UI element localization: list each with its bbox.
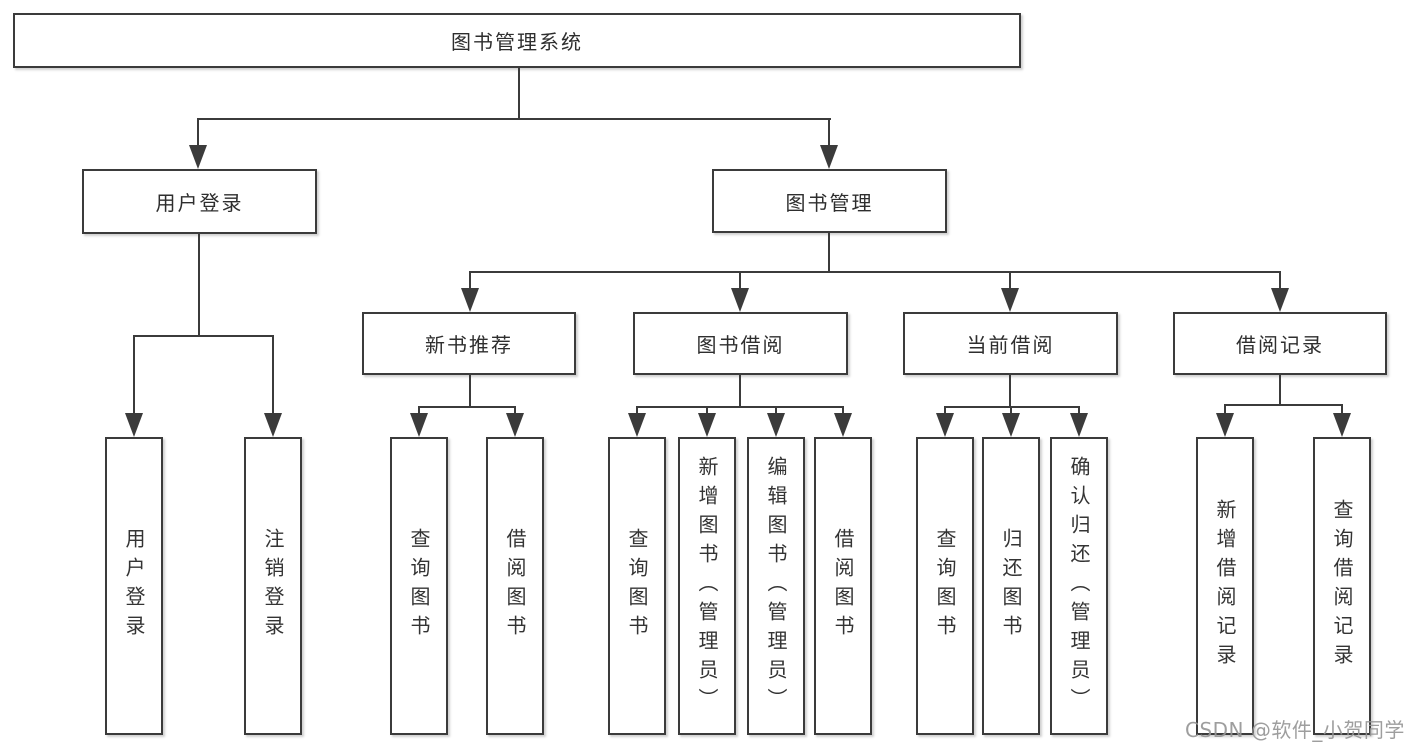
leaf-nb-borrow-books: 借阅图书 <box>486 437 544 735</box>
node-current-borrow: 当前借阅 <box>903 312 1118 375</box>
connector-trunk <box>1279 375 1281 406</box>
leaf-nb-borrow-books-label: 借阅图书 <box>503 528 527 644</box>
leaf-user-login: 用户登录 <box>105 437 163 735</box>
node-book-management: 图书管理 <box>712 169 947 233</box>
connector-level2-rail <box>469 271 1281 273</box>
csdn-watermark: CSDN @软件_小贺同学 <box>1185 718 1405 742</box>
node-borrow-records-label: 借阅记录 <box>1236 333 1324 357</box>
arrow-down-icon <box>936 413 954 437</box>
connector-trunk <box>1009 375 1011 408</box>
leaf-br-add-record-label: 新增借阅记录 <box>1213 499 1237 673</box>
leaf-br-query-record-label: 查询借阅记录 <box>1330 499 1354 673</box>
connector-stem-leaf <box>1010 406 1012 418</box>
arrow-down-icon <box>506 413 524 437</box>
arrow-down-icon <box>1271 288 1289 312</box>
arrow-down-icon <box>189 145 207 169</box>
node-book-management-label: 图书管理 <box>785 190 874 215</box>
connector-stem-leaf <box>775 406 777 418</box>
connector-stem-leaf <box>1078 406 1080 418</box>
leaf-user-login-label: 用户登录 <box>122 528 146 644</box>
leaf-cb-return-books-label: 归还图书 <box>999 528 1023 644</box>
connector-stem-leaf <box>133 335 135 418</box>
arrow-down-icon <box>1001 288 1019 312</box>
leaf-bb-borrow-books-label: 借阅图书 <box>831 528 855 644</box>
leaf-bb-edit-books-admin-label: 编辑图书（管理员） <box>764 455 788 717</box>
leaf-br-query-record: 查询借阅记录 <box>1313 437 1371 735</box>
connector-stem-book-borrow <box>739 271 741 292</box>
leaf-cb-confirm-return-admin-label: 确认归还（管理员） <box>1067 455 1091 717</box>
connector-book-mgmt-trunk <box>828 233 830 273</box>
leaf-bb-add-books-admin-label: 新增图书（管理员） <box>695 455 719 717</box>
leaf-cb-return-books: 归还图书 <box>982 437 1040 735</box>
leaf-cb-query-books: 查询图书 <box>916 437 974 735</box>
connector-rail <box>418 406 516 408</box>
node-borrow-records: 借阅记录 <box>1173 312 1387 375</box>
connector-trunk <box>469 375 471 408</box>
leaf-nb-query-books: 查询图书 <box>390 437 448 735</box>
arrow-down-icon <box>264 413 282 437</box>
leaf-logout: 注销登录 <box>244 437 302 735</box>
connector-root-trunk <box>518 68 520 119</box>
arrow-down-icon <box>731 288 749 312</box>
leaf-bb-edit-books-admin: 编辑图书（管理员） <box>747 437 805 735</box>
node-book-borrow-label: 图书借阅 <box>696 333 785 357</box>
arrow-down-icon <box>820 145 838 169</box>
connector-stem-new-book <box>469 271 471 292</box>
arrow-down-icon <box>1002 413 1020 437</box>
arrow-down-icon <box>1216 413 1234 437</box>
arrow-down-icon <box>1070 413 1088 437</box>
connector-stem-leaf <box>706 406 708 418</box>
connector-stem-leaf <box>272 335 274 418</box>
connector-stem-leaf <box>842 406 844 418</box>
connector-rail <box>636 406 844 408</box>
leaf-br-add-record: 新增借阅记录 <box>1196 437 1254 735</box>
node-current-borrow-label: 当前借阅 <box>966 333 1055 357</box>
leaf-bb-borrow-books: 借阅图书 <box>814 437 872 735</box>
connector-user-login-rail <box>133 335 274 337</box>
node-new-book-recommend: 新书推荐 <box>362 312 576 375</box>
leaf-cb-confirm-return-admin: 确认归还（管理员） <box>1050 437 1108 735</box>
connector-stem-borrow-records <box>1279 271 1281 292</box>
connector-stem-leaf <box>1341 404 1343 418</box>
connector-stem-user-login <box>197 118 199 150</box>
connector-stem-book-mgmt <box>828 118 830 150</box>
node-book-borrow: 图书借阅 <box>633 312 848 375</box>
leaf-bb-query-books-label: 查询图书 <box>625 528 649 644</box>
node-root-label: 图书管理系统 <box>451 30 583 54</box>
connector-stem-leaf <box>418 406 420 418</box>
connector-rail <box>1224 404 1343 406</box>
leaf-cb-query-books-label: 查询图书 <box>933 528 957 644</box>
node-root-library-system: 图书管理系统 <box>13 13 1021 68</box>
connector-level1-rail <box>197 118 831 120</box>
arrow-down-icon <box>1333 413 1351 437</box>
arrow-down-icon <box>410 413 428 437</box>
connector-rail <box>944 406 1080 408</box>
node-new-book-recommend-label: 新书推荐 <box>425 333 513 357</box>
arrow-down-icon <box>698 413 716 437</box>
connector-user-login-trunk <box>198 234 200 337</box>
connector-stem-current-borrow <box>1009 271 1011 292</box>
leaf-logout-label: 注销登录 <box>261 528 285 644</box>
connector-stem-leaf <box>514 406 516 418</box>
leaf-bb-add-books-admin: 新增图书（管理员） <box>678 437 736 735</box>
arrow-down-icon <box>834 413 852 437</box>
arrow-down-icon <box>461 288 479 312</box>
connector-stem-leaf <box>944 406 946 418</box>
node-user-login-label: 用户登录 <box>155 191 244 215</box>
connector-trunk <box>739 375 741 408</box>
connector-stem-leaf <box>1224 404 1226 418</box>
arrow-down-icon <box>125 413 143 437</box>
leaf-nb-query-books-label: 查询图书 <box>407 528 431 644</box>
leaf-bb-query-books: 查询图书 <box>608 437 666 735</box>
arrow-down-icon <box>767 413 785 437</box>
node-user-login: 用户登录 <box>82 169 317 234</box>
arrow-down-icon <box>628 413 646 437</box>
connector-stem-leaf <box>636 406 638 418</box>
